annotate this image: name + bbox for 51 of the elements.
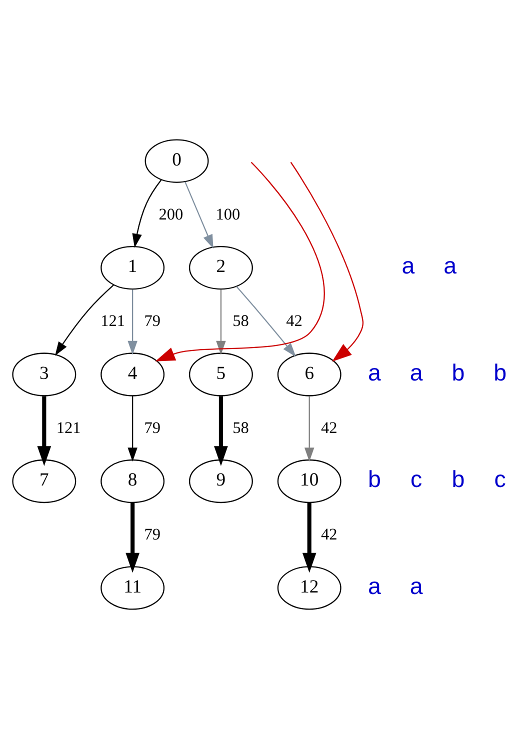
arrow (302, 502, 316, 572)
edge-label: 42 (320, 524, 338, 543)
label: a (402, 252, 415, 278)
node-ellipse: 9 (188, 458, 253, 503)
label: b (368, 466, 381, 492)
node-ellipse: 4 (100, 352, 165, 396)
edge-label: 42 (320, 417, 338, 436)
edge-label: 121 (100, 310, 125, 330)
arrow (214, 396, 228, 466)
node-ellipse: 12 (277, 566, 342, 610)
arrow (184, 181, 214, 248)
edge-label: 79 (144, 310, 160, 330)
edge-label: 58 (232, 310, 249, 330)
edge-label: 121 (56, 417, 81, 436)
label: a (410, 572, 423, 598)
node-ellipse: 6 (277, 352, 342, 396)
node-ellipse: 11 (100, 566, 165, 610)
label: b (494, 358, 507, 385)
edge-label: 79 (144, 417, 160, 436)
node-ellipse: 0 (144, 138, 209, 182)
label: a (444, 252, 457, 278)
label: c (494, 466, 506, 492)
edge-label: 79 (144, 524, 160, 543)
node-ellipse: 5 (188, 352, 253, 396)
arrow (126, 502, 140, 572)
node-ellipse: 2 (188, 245, 253, 290)
arrow (290, 161, 364, 362)
label: b (452, 358, 465, 385)
arrow (304, 396, 314, 462)
arrow (128, 396, 138, 462)
label: a (368, 358, 381, 385)
node-ellipse: 7 (12, 458, 76, 503)
label: a (410, 358, 423, 385)
node-ellipse: 8 (100, 458, 165, 503)
arrow (236, 286, 296, 356)
label: b (452, 466, 465, 492)
edge-label: 100 (216, 204, 240, 223)
node-ellipse: 3 (12, 352, 76, 396)
arrow (37, 396, 52, 466)
node-ellipse: 10 (277, 458, 342, 503)
arrow (54, 284, 114, 356)
label: c (410, 466, 422, 492)
edge-label: 42 (286, 310, 302, 330)
arrow (132, 179, 162, 248)
label: a (368, 572, 381, 598)
arrow (155, 161, 325, 361)
node-ellipse: 1 (100, 245, 165, 290)
edge-label: 58 (232, 417, 249, 436)
arrow (216, 289, 226, 354)
arrow (128, 289, 138, 354)
edge-label: 200 (158, 204, 184, 223)
